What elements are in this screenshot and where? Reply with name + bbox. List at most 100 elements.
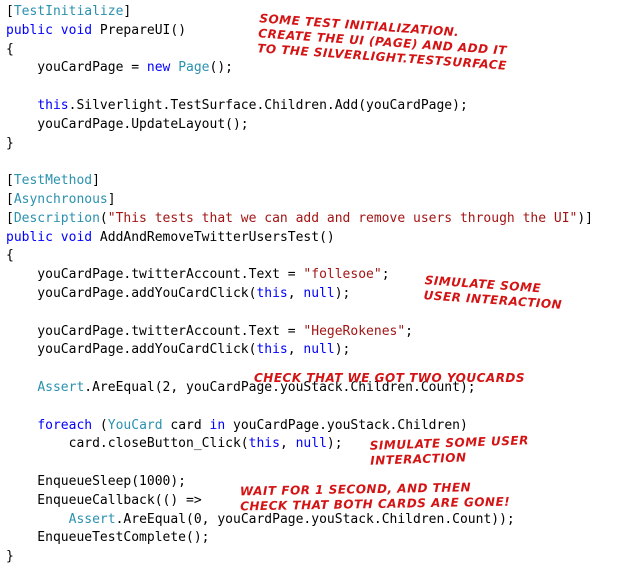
code-token: {	[6, 41, 14, 57]
code-line: Assert.AreEqual(0, youCardPage.youStack.…	[6, 511, 515, 529]
annotation-check-two-cards: CHECK THAT WE GOT TWO YOUCARDS	[254, 371, 526, 385]
code-line: youCardPage.addYouCardClick(this, null);	[6, 341, 350, 359]
code-line: public void PrepareUI()	[6, 22, 186, 40]
code-line: [Description("This tests that we can add…	[6, 210, 593, 228]
code-line: youCardPage.UpdateLayout();	[6, 116, 249, 134]
code-token: card.closeButton_Click(	[6, 436, 249, 452]
code-token: public	[6, 229, 53, 245]
code-token: null	[303, 286, 335, 301]
code-token: ,	[279, 436, 296, 452]
code-line: Assert.AreEqual(2, youCardPage.youStack.…	[6, 379, 476, 397]
code-line: this.Silverlight.TestSurface.Children.Ad…	[6, 97, 468, 115]
code-token: Asynchronous	[13, 192, 108, 207]
code-token: }	[6, 135, 14, 151]
code-token: card	[162, 417, 210, 433]
code-line: [TestInitialize]	[6, 3, 131, 21]
code-token: Page	[178, 60, 210, 76]
code-line: [Asynchronous]	[6, 191, 116, 209]
code-token: ]	[123, 4, 132, 19]
code-token: ;	[381, 267, 390, 283]
code-token: youCardPage.youStack.Children)	[225, 417, 468, 433]
code-token: Description	[13, 210, 100, 226]
code-token: [	[6, 210, 14, 226]
code-token	[6, 512, 69, 527]
code-token: ,	[287, 286, 304, 301]
code-token: "follesoe"	[303, 267, 382, 283]
code-line: [TestMethod]	[6, 172, 100, 190]
code-token: void	[60, 229, 93, 245]
annotation-simulate-interaction: SIMULATE SOME USER INTERACTION	[423, 273, 563, 312]
code-line: public void AddAndRemoveTwitterUsersTest…	[6, 229, 335, 247]
code-token: (	[92, 417, 108, 433]
code-token: )]	[577, 210, 594, 226]
code-token: ,	[287, 342, 304, 358]
code-token: .AreEqual(0, youCardPage.youStack.Childr…	[115, 511, 515, 527]
code-token: [	[6, 173, 14, 189]
code-token: YouCard	[107, 417, 163, 433]
code-line: card.closeButton_Click(this, null);	[6, 435, 343, 453]
code-token: AddAndRemoveTwitterUsersTest()	[92, 229, 335, 245]
code-token: this	[256, 286, 288, 301]
code-token: [	[6, 4, 14, 19]
code-token: );	[334, 342, 351, 358]
code-token: null	[303, 342, 335, 358]
code-token: youCardPage.addYouCardClick(	[6, 342, 257, 358]
code-token	[53, 230, 61, 245]
code-token	[6, 380, 37, 395]
code-token: "HegeRokenes"	[303, 323, 406, 339]
code-token: youCardPage.addYouCardClick(	[6, 286, 257, 301]
code-token: youCardPage =	[6, 60, 147, 76]
code-line: {	[6, 247, 14, 265]
code-token: ();	[209, 60, 233, 76]
code-token: null	[295, 436, 327, 452]
code-token: this	[37, 98, 69, 113]
annotation-simulate-close: SIMULATE SOME USER INTERACTION	[369, 433, 530, 468]
code-line: youCardPage = new Page();	[6, 59, 233, 77]
code-token: ;	[405, 323, 413, 339]
code-token: this	[248, 436, 280, 452]
code-token	[53, 23, 61, 38]
code-line: {	[6, 41, 14, 59]
code-token: PrepareUI()	[92, 22, 187, 38]
code-token: );	[334, 286, 351, 301]
code-line: EnqueueCallback(() =>	[6, 492, 202, 510]
code-token: EnqueueCallback(() =>	[6, 492, 202, 508]
code-token: .Silverlight.TestSurface.Children.Add(yo…	[68, 98, 468, 113]
code-token: void	[60, 22, 93, 38]
code-token	[6, 418, 37, 433]
code-token: ]	[107, 192, 116, 207]
annotation-initialization: SOME TEST INITIALIZATION. CREATE THE UI …	[256, 11, 508, 73]
code-token: ]	[92, 173, 100, 189]
code-token: "This tests that we can add and remove u…	[107, 210, 578, 226]
code-line: youCardPage.twitterAccount.Text = "HegeR…	[6, 323, 413, 341]
code-line: }	[6, 135, 14, 153]
code-token: youCardPage.twitterAccount.Text =	[6, 323, 304, 339]
code-token: new	[146, 60, 171, 76]
code-token	[6, 98, 37, 113]
code-token: EnqueueSleep(1000);	[6, 474, 187, 489]
code-token: youCardPage.twitterAccount.Text =	[6, 267, 304, 283]
code-token: {	[6, 248, 14, 264]
code-token: TestMethod	[13, 173, 93, 189]
code-token: TestInitialize	[13, 4, 124, 19]
code-token: }	[6, 549, 14, 565]
code-line: EnqueueSleep(1000);	[6, 473, 186, 491]
code-token: Assert	[37, 380, 85, 395]
code-token: [	[6, 192, 14, 207]
code-line: }	[6, 548, 14, 566]
code-token: this	[256, 342, 288, 358]
code-token: Assert	[68, 511, 116, 527]
code-token: in	[209, 417, 226, 433]
code-line: youCardPage.twitterAccount.Text = "folle…	[6, 266, 390, 284]
code-token: public	[6, 22, 53, 38]
code-line: foreach (YouCard card in youCardPage.you…	[6, 417, 468, 435]
code-line: EnqueueTestComplete();	[6, 529, 210, 547]
code-token: youCardPage.UpdateLayout();	[6, 116, 249, 132]
code-token: foreach	[37, 417, 93, 433]
code-line: youCardPage.addYouCardClick(this, null);	[6, 285, 350, 303]
code-token: .AreEqual(2, youCardPage.youStack.Childr…	[84, 380, 476, 395]
code-token: (	[99, 210, 108, 226]
code-token: EnqueueTestComplete();	[6, 530, 210, 546]
code-token: );	[326, 436, 343, 452]
